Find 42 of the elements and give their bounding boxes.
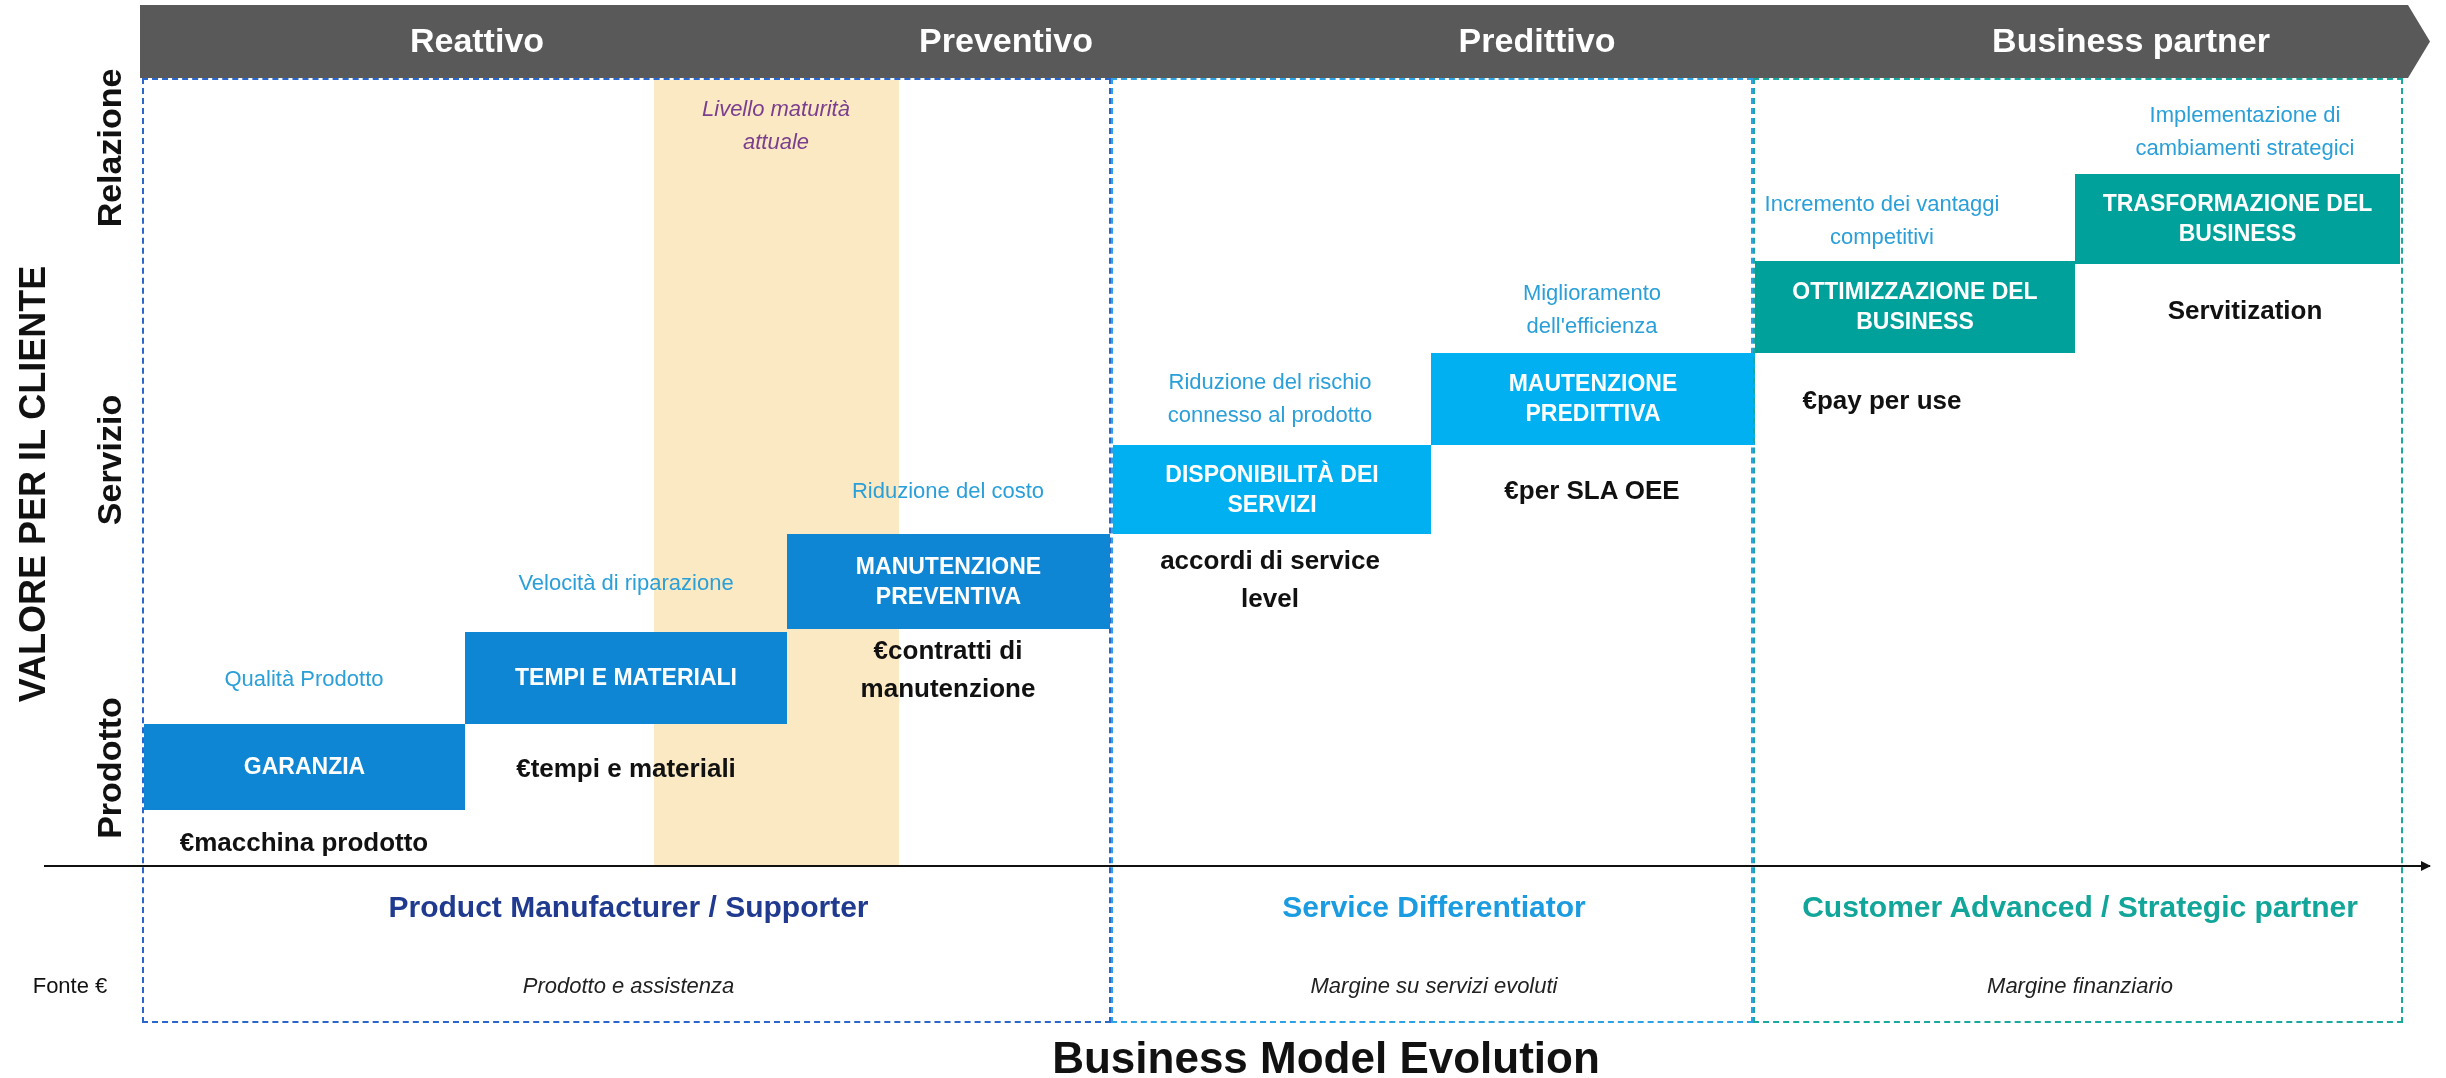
- benefit-text: Qualità Prodotto: [223, 665, 385, 693]
- stage-box: OTTIMIZZAZIONE DEL BUSINESS: [1755, 261, 2075, 353]
- revenue-text: Servitization: [2166, 294, 2324, 327]
- stage-box: DISPONIBILITÀ DEI SERVIZI: [1113, 445, 1431, 534]
- region-title: Product Manufacturer / Supporter: [388, 890, 869, 924]
- y-axis-title: VALORE PER IL CLIENTE: [12, 265, 54, 703]
- axis-level-label: Prodotto: [89, 697, 129, 839]
- band-caption: Livello maturità attuale: [701, 95, 851, 156]
- phase-label: Business partner: [1992, 21, 2270, 60]
- region-title: Service Differentiator: [1282, 890, 1586, 924]
- phase-arrow-band: [140, 5, 2430, 78]
- dashed-region: [1111, 78, 1753, 1023]
- benefit-text: Implementazione di cambiamenti strategici: [2134, 101, 2356, 162]
- revenue-text: €pay per use: [1801, 384, 1963, 417]
- revenue-source: Margine su servizi evoluti: [1310, 973, 1558, 999]
- stage-box: TRASFORMAZIONE DEL BUSINESS: [2075, 174, 2400, 264]
- revenue-text: €macchina prodotto: [178, 826, 430, 859]
- benefit-text: Riduzione del rischio connesso al prodotto: [1166, 368, 1374, 429]
- benefit-text: Riduzione del costo: [851, 477, 1045, 505]
- revenue-text: €per SLA OEE: [1503, 474, 1681, 507]
- dashed-region: [1753, 78, 2403, 1023]
- axis-level-label: Servizio: [89, 394, 129, 526]
- phase-label: Preventivo: [919, 21, 1093, 60]
- stage-box: GARANZIA: [144, 724, 465, 810]
- benefit-text: Miglioramento dell'efficienza: [1521, 279, 1663, 340]
- dashed-region: [142, 78, 1111, 1023]
- region-title: Customer Advanced / Strategic partner: [1802, 890, 2358, 924]
- stage-box: MAUTENZIONE PREDITTIVA: [1431, 353, 1755, 445]
- row-label: Fonte €: [32, 973, 108, 999]
- stage-box: TEMPI E MATERIALI: [465, 632, 787, 724]
- axis-level-label: Relazione: [89, 68, 129, 228]
- benefit-text: Velocità di riparazione: [517, 569, 735, 597]
- revenue-text: accordi di service level: [1159, 544, 1381, 615]
- stage-box: MANUTENZIONE PREVENTIVA: [787, 534, 1110, 629]
- benefit-text: Incremento dei vantaggi competitivi: [1763, 190, 2001, 251]
- x-axis-title: Business Model Evolution: [1052, 1033, 1600, 1078]
- revenue-text: €tempi e materiali: [515, 752, 737, 785]
- revenue-source: Prodotto e assistenza: [522, 973, 735, 999]
- revenue-text: €contratti di manutenzione: [859, 634, 1037, 705]
- revenue-source: Margine finanziario: [1987, 973, 2173, 999]
- phase-label: Predittivo: [1458, 21, 1616, 60]
- phase-label: Reattivo: [409, 21, 545, 60]
